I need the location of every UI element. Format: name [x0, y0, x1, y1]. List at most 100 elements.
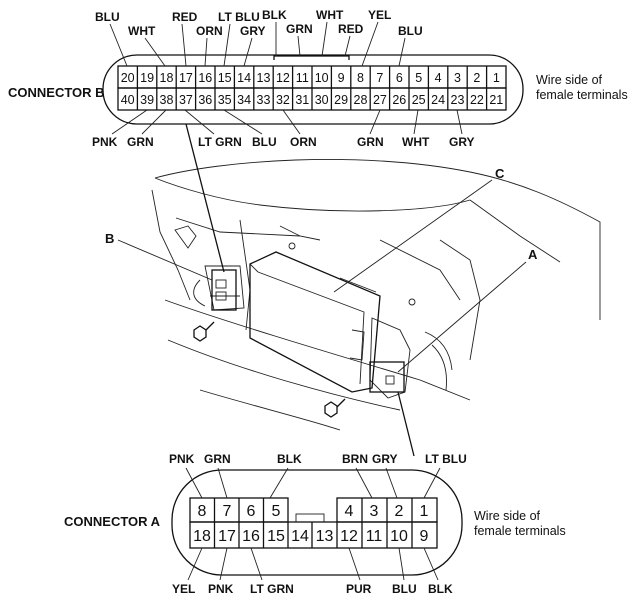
pin-number: 27	[373, 93, 387, 107]
wire-color-label: WHT	[128, 24, 156, 38]
pin-number: 16	[242, 528, 260, 545]
pin-number: 32	[276, 93, 290, 107]
pin-number: 17	[218, 528, 236, 545]
pin-number: 30	[315, 93, 329, 107]
pin-number: 40	[121, 93, 135, 107]
wire-color-label: GRY	[372, 452, 398, 466]
connector-a-bottom-row	[189, 521, 438, 549]
pin-number: 7	[376, 71, 383, 85]
connector-b-top-pin-numbers: 20 19 18 17 16 15 14 13 12 11 10 9 8 7 6…	[121, 71, 500, 85]
pin-number: 25	[412, 93, 426, 107]
pin-number: 38	[160, 93, 174, 107]
callout-b-leader	[117, 239, 213, 281]
wire-color-label: BLU	[398, 24, 423, 38]
wire-color-label: GRY	[240, 24, 266, 38]
pin-number: 8	[198, 503, 207, 520]
pin-number: 14	[291, 528, 309, 545]
wire-color-label: BLK	[262, 8, 287, 22]
dash-inner-edge	[154, 177, 471, 212]
wire-color-label: BLU	[95, 10, 120, 24]
pin-number: 7	[223, 503, 232, 520]
connector-b-title: CONNECTOR B	[8, 85, 105, 100]
connector-a-note-line1: Wire side of	[474, 509, 541, 523]
pin-number: 22	[470, 93, 484, 107]
connector-a-pointer	[397, 391, 415, 457]
pin-number: 13	[316, 528, 334, 545]
wire-color-label: PNK	[208, 582, 234, 596]
callout-a: A	[528, 247, 538, 262]
connector-b-plug	[211, 269, 237, 311]
wire-color-label: YEL	[172, 582, 195, 596]
wire-color-label: WHT	[402, 135, 430, 149]
connector-a-plug	[369, 361, 405, 393]
pin-number: 35	[218, 93, 232, 107]
connector-b-lock-tab	[273, 55, 350, 60]
wire-color-label: GRN	[286, 22, 313, 36]
pin-number: 17	[179, 71, 193, 85]
pin-number: 4	[345, 503, 354, 520]
pin-number: 29	[334, 93, 348, 107]
pin-number: 16	[198, 71, 212, 85]
pin-number: 3	[454, 71, 461, 85]
wire-color-label: ORN	[290, 135, 317, 149]
dashboard-illustration	[151, 158, 601, 431]
connector-a-top-pin-numbers: 8 7 6 5 4 3 2 1	[198, 503, 429, 520]
wire-color-label: PNK	[169, 452, 195, 466]
pin-number: 2	[473, 71, 480, 85]
bolt-icon	[324, 398, 346, 418]
wire-color-label: PNK	[92, 135, 118, 149]
wire-color-label: RED	[338, 22, 364, 36]
pin-number: 5	[272, 503, 281, 520]
pin-number: 1	[420, 503, 429, 520]
wire-color-label: BLK	[428, 582, 453, 596]
connector-a-top-leaders	[185, 467, 441, 499]
wire-color-label: LT BLU	[218, 10, 260, 24]
control-module	[249, 242, 416, 393]
wire-color-label: GRN	[357, 135, 384, 149]
pin-number: 21	[489, 93, 503, 107]
wire-color-label: BRN	[342, 452, 368, 466]
connector-a-bottom-leaders	[187, 547, 439, 581]
wire-color-label: RED	[172, 10, 198, 24]
wire-color-label: BLK	[277, 452, 302, 466]
pin-number: 28	[354, 93, 368, 107]
pin-number: 4	[435, 71, 442, 85]
connector-b-note-line2: female terminals	[536, 88, 628, 102]
wire-color-label: BLU	[392, 582, 417, 596]
pin-number: 15	[218, 71, 232, 85]
wire-color-label: WHT	[316, 8, 344, 22]
connector-a-latch	[295, 513, 325, 523]
pin-number: 15	[267, 528, 285, 545]
connector-b-top-leaders	[109, 21, 406, 67]
pin-number: 3	[370, 503, 379, 520]
pin-number: 18	[193, 528, 211, 545]
connector-a-title: CONNECTOR A	[64, 514, 161, 529]
pin-number: 1	[493, 71, 500, 85]
pin-number: 19	[140, 71, 154, 85]
connector-b-bottom-pin-numbers: 40 39 38 37 36 35 34 33 32 31 30 29 28 2…	[121, 93, 504, 107]
pin-number: 12	[276, 71, 290, 85]
pin-number: 23	[451, 93, 465, 107]
wire-color-label: LT BLU	[425, 452, 467, 466]
pin-number: 34	[237, 93, 251, 107]
connector-a-note-line2: female terminals	[474, 524, 566, 538]
pin-number: 26	[392, 93, 406, 107]
wire-color-label: YEL	[368, 8, 391, 22]
callout-a-leader	[397, 261, 527, 373]
dash-top-edge	[154, 158, 601, 320]
connector-b-bottom-dividers	[136, 88, 488, 110]
bolt-icon	[193, 321, 215, 342]
wire-color-label: GRY	[449, 135, 475, 149]
pin-number: 14	[237, 71, 251, 85]
pin-number: 36	[198, 93, 212, 107]
wire-color-label: GRN	[127, 135, 154, 149]
connector-b-top-dividers	[136, 66, 488, 88]
pin-number: 10	[390, 528, 408, 545]
connector-b-bottom-leaders	[111, 109, 463, 135]
pin-number: 20	[121, 71, 135, 85]
pin-number: 33	[257, 93, 271, 107]
pin-number: 37	[179, 93, 193, 107]
wire-color-label: LT GRN	[198, 135, 242, 149]
connector-b: 20 19 18 17 16 15 14 13 12 11 10 9 8 7 6…	[8, 8, 628, 149]
